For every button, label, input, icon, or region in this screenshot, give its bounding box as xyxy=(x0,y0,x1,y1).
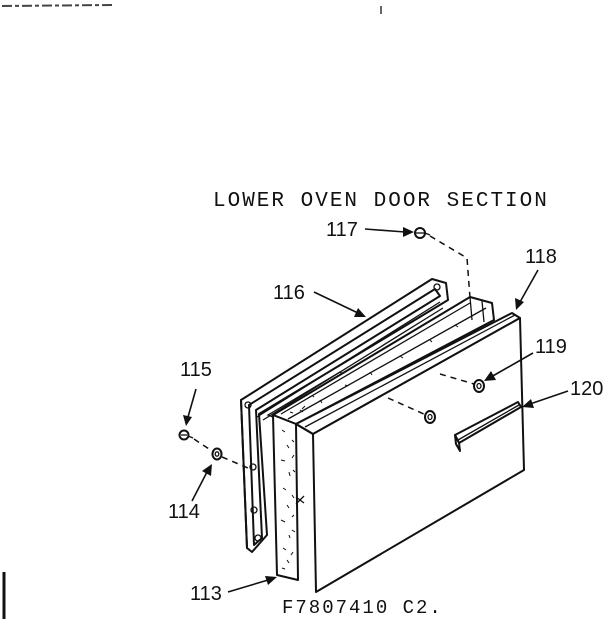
label-120: 120 xyxy=(570,378,603,400)
spacer-119-upper xyxy=(473,379,485,393)
screw-117 xyxy=(414,227,431,239)
insulation-texture xyxy=(280,324,459,570)
hardware xyxy=(178,227,485,461)
door-liner xyxy=(272,296,495,581)
washer-114 xyxy=(211,447,223,461)
label-113: 113 xyxy=(190,583,222,605)
assembly-lines xyxy=(193,235,475,469)
label-119: 119 xyxy=(535,336,567,358)
inner-door-frame xyxy=(240,278,449,553)
callout-labels: 117 116 118 119 120 115 114 113 xyxy=(168,219,603,605)
label-118: 118 xyxy=(525,246,557,268)
leader-lines xyxy=(183,227,569,593)
door-handle xyxy=(454,401,522,452)
label-114: 114 xyxy=(168,501,200,523)
drawing-code: F7807410 C2. xyxy=(282,597,443,619)
screw-115 xyxy=(178,429,194,441)
scan-artifact-line xyxy=(1,4,113,7)
spacer-119-lower xyxy=(424,410,436,424)
label-115: 115 xyxy=(180,359,212,381)
diagram-title: LOWER OVEN DOOR SECTION xyxy=(213,190,549,213)
label-116: 116 xyxy=(273,282,305,304)
label-117: 117 xyxy=(326,219,358,241)
outer-door-panel xyxy=(295,312,525,593)
